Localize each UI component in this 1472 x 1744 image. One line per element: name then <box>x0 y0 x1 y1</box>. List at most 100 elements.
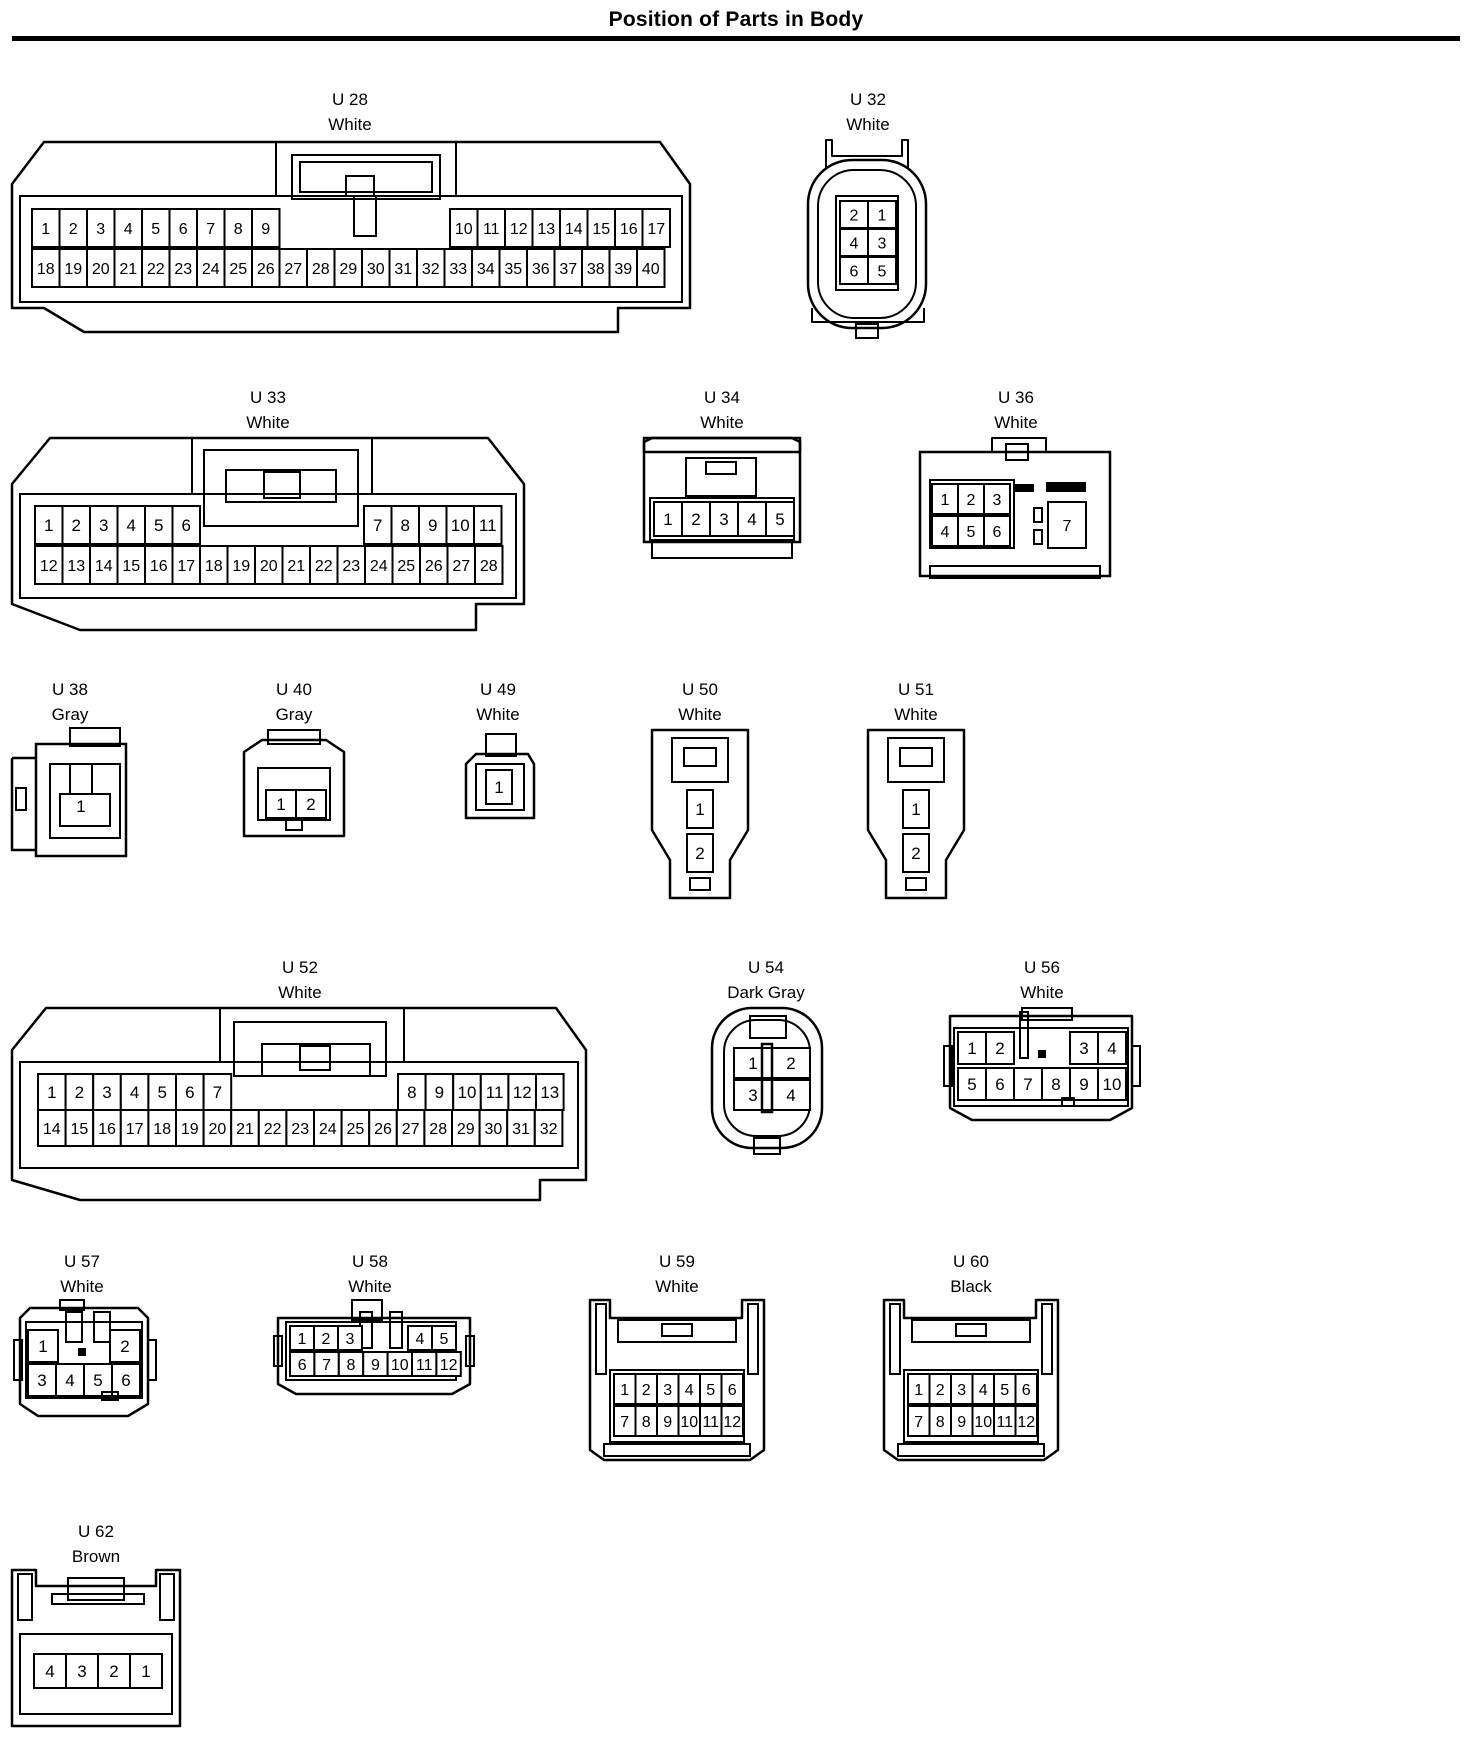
pin-cell <box>473 505 503 545</box>
pin-number: 5 <box>706 1382 715 1399</box>
pin-number: 37 <box>559 261 577 278</box>
pin-cell <box>902 789 930 829</box>
pin-number: 8 <box>234 221 243 238</box>
pin-cell <box>533 1109 564 1147</box>
pin-cell <box>265 789 297 819</box>
pin-number: 16 <box>620 221 638 238</box>
pin-number: 22 <box>315 558 333 575</box>
pin-cell <box>423 1109 453 1147</box>
pin-number: 1 <box>76 797 85 816</box>
pin-cell <box>581 248 611 288</box>
connector-u49: 1 <box>464 733 536 820</box>
pin-cell <box>289 1325 315 1351</box>
pin-number: 4 <box>65 1371 74 1390</box>
pin-cell <box>27 1329 59 1363</box>
pin-cell <box>119 1109 150 1147</box>
pin-number: 38 <box>587 261 605 278</box>
pin-cell <box>614 208 644 248</box>
pin-number: 10 <box>391 1357 409 1374</box>
pin-cell <box>223 248 253 288</box>
pin-number: 28 <box>429 1121 447 1138</box>
pin-number: 2 <box>995 1039 1004 1058</box>
pin-cell <box>485 769 513 805</box>
connector-color-label: White <box>328 115 372 134</box>
pin-number: 6 <box>728 1382 737 1399</box>
pin-number: 7 <box>914 1414 923 1431</box>
pin-number: 4 <box>130 1083 139 1102</box>
pin-number: 29 <box>457 1121 475 1138</box>
connector-color-label: White <box>60 1277 104 1296</box>
pin-cell <box>395 1109 426 1147</box>
pin-number: 17 <box>177 558 195 575</box>
pin-cell <box>362 1351 389 1377</box>
pin-cell <box>295 789 327 819</box>
page-title: Position of Parts in Body <box>608 8 864 31</box>
pin-cell <box>89 545 119 585</box>
pin-number: 9 <box>261 221 270 238</box>
pin-number: 18 <box>37 261 55 278</box>
pin-cell <box>65 1653 99 1689</box>
pin-number: 23 <box>342 558 360 575</box>
pin-number: 11 <box>996 1414 1013 1431</box>
connector-id-label: U 28 <box>332 90 368 109</box>
pin-number: 1 <box>695 800 704 819</box>
pin-cell <box>340 1109 371 1147</box>
connector-color-label: Dark Gray <box>727 983 805 1002</box>
pin-cell <box>92 1109 122 1147</box>
pin-number: 9 <box>428 516 437 535</box>
connector-id-label: U 51 <box>898 680 934 699</box>
pin-number: 4 <box>127 516 136 535</box>
connector-id-label: U 52 <box>282 958 318 977</box>
pin-number: 4 <box>416 1331 425 1348</box>
pin-cell <box>1069 1067 1099 1101</box>
pin-number: 28 <box>480 558 498 575</box>
pin-cell <box>116 505 146 545</box>
connector-id-label: U 33 <box>250 388 286 407</box>
pin-cell <box>361 248 391 288</box>
pin-number: 3 <box>748 1086 757 1105</box>
pin-cell <box>109 1329 141 1363</box>
pin-cell <box>113 248 143 288</box>
connector-color-label: White <box>994 413 1038 432</box>
pin-number: 6 <box>121 1371 130 1390</box>
pin-number: 2 <box>642 1382 651 1399</box>
pin-number: 2 <box>695 844 704 863</box>
pin-number: 4 <box>747 510 756 529</box>
connector-id-label: U 32 <box>850 90 886 109</box>
connector-u38: 1 <box>10 727 128 858</box>
connector-color-label: White <box>678 705 722 724</box>
pin-number: 14 <box>565 221 583 238</box>
pin-number: 8 <box>936 1414 945 1431</box>
pin-number: 13 <box>67 558 85 575</box>
pin-number: 29 <box>339 261 357 278</box>
pin-cell <box>86 248 116 288</box>
pin-cell <box>983 483 1011 515</box>
pin-number: 2 <box>72 516 81 535</box>
pin-number: 10 <box>974 1414 992 1431</box>
pin-number: 15 <box>122 558 140 575</box>
pin-number: 6 <box>298 1357 307 1374</box>
connector-color-label: White <box>846 115 890 134</box>
pin-number: 2 <box>306 795 315 814</box>
pin-number: 1 <box>141 1662 150 1681</box>
pin-number: 3 <box>37 1371 46 1390</box>
pin-number: 6 <box>182 516 191 535</box>
pin-number: 6 <box>1022 1382 1031 1399</box>
pin-cell <box>771 1079 811 1111</box>
pin-cell <box>397 1073 427 1111</box>
pin-number: 4 <box>786 1086 795 1105</box>
pin-number: 30 <box>367 261 385 278</box>
pin-number: 1 <box>38 1337 47 1356</box>
pin-cell <box>61 505 91 545</box>
connector-id-label: U 50 <box>682 680 718 699</box>
pin-number: 10 <box>458 1083 477 1102</box>
pin-cell <box>407 1325 433 1351</box>
pin-number: 26 <box>257 261 275 278</box>
pin-number: 2 <box>75 1083 84 1102</box>
pin-cell <box>31 248 61 288</box>
pin-cell <box>765 501 795 537</box>
